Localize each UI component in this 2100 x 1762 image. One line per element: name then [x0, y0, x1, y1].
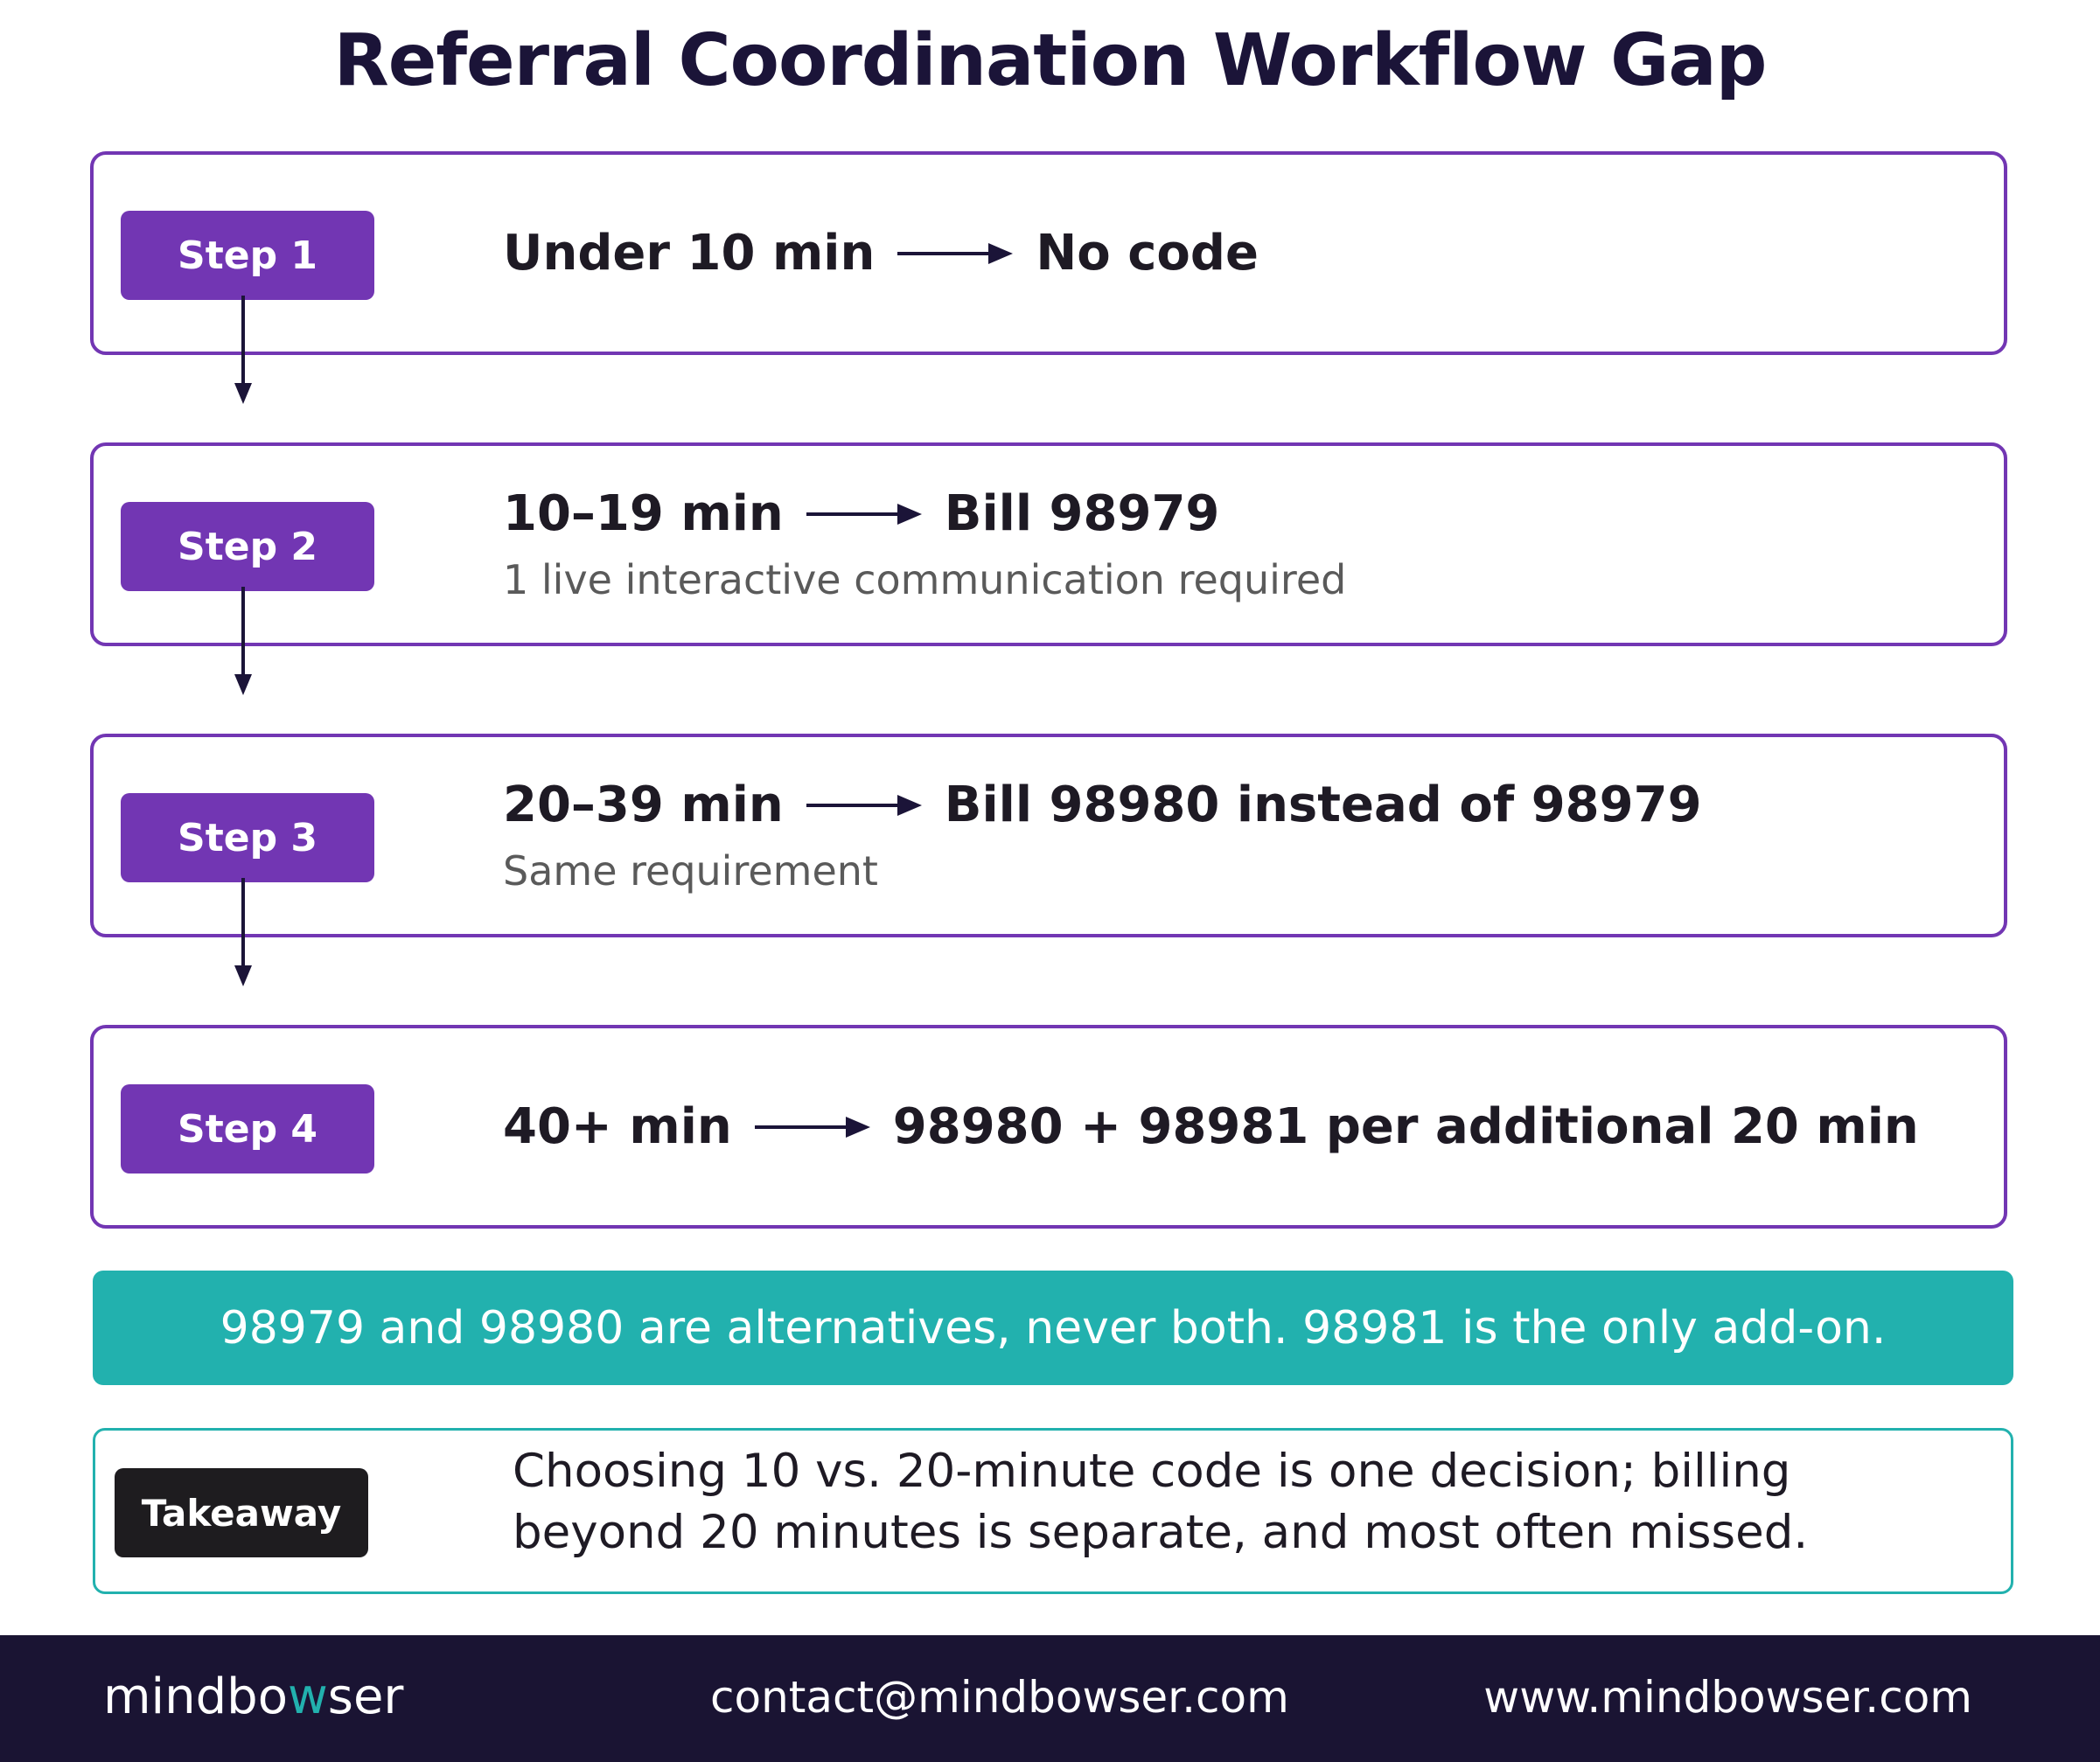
website-link[interactable]: www.mindbowser.com [1483, 1672, 1972, 1723]
step-card-4: Step 4 40+ min 98980 + 98981 per additio… [90, 1025, 2007, 1229]
step-detail-2: 1 live interactive communication require… [503, 556, 1347, 603]
step-badge-4: Step 4 [121, 1084, 374, 1174]
step-content-4: 40+ min 98980 + 98981 per additional 20 … [503, 1028, 1969, 1225]
brand-logo[interactable]: mindbowser [103, 1668, 403, 1725]
step-result-4: 98980 + 98981 per additional 20 min [892, 1098, 1919, 1155]
arrow-down-icon [234, 878, 252, 986]
arrow-right-icon [806, 777, 922, 833]
step-time-2: 10–19 min [503, 485, 784, 542]
step-badge-3: Step 3 [121, 793, 374, 882]
footer: mindbowser contact@mindbowser.com www.mi… [0, 1635, 2100, 1762]
logo-suffix: ser [327, 1668, 404, 1725]
step-time-3: 20–39 min [503, 777, 784, 833]
step-result-2: Bill 98979 [944, 485, 1220, 542]
logo-accent: w [287, 1668, 328, 1725]
arrow-right-icon [754, 1098, 870, 1155]
logo-prefix: mindbo [103, 1668, 288, 1725]
arrow-right-icon [806, 485, 922, 542]
arrow-down-icon [234, 296, 252, 404]
step-main-1: Under 10 min No code [503, 225, 1969, 282]
step-time-4: 40+ min [503, 1098, 732, 1155]
step-main-3: 20–39 min Bill 98980 instead of 98979 [503, 777, 1969, 833]
contact-email-link[interactable]: contact@mindbowser.com [710, 1672, 1289, 1723]
takeaway-text: Choosing 10 vs. 20-minute code is one de… [513, 1441, 1985, 1564]
page-title: Referral Coordination Workflow Gap [333, 19, 1768, 102]
takeaway-line-2: beyond 20 minutes is separate, and most … [513, 1506, 1809, 1559]
step-detail-3: Same requirement [503, 847, 878, 895]
step-content-3: 20–39 min Bill 98980 instead of 98979 Sa… [503, 737, 1969, 934]
takeaway-line-1: Choosing 10 vs. 20-minute code is one de… [513, 1445, 1791, 1498]
arrow-right-icon [897, 225, 1014, 282]
step-badge-2: Step 2 [121, 502, 374, 591]
step-card-2: Step 2 10–19 min Bill 98979 1 live inter… [90, 442, 2007, 646]
takeaway-badge: Takeaway [115, 1468, 368, 1557]
step-result-1: No code [1036, 225, 1259, 282]
step-badge-1: Step 1 [121, 211, 374, 300]
step-result-3: Bill 98980 instead of 98979 [944, 777, 1702, 833]
step-card-3: Step 3 20–39 min Bill 98980 instead of 9… [90, 734, 2007, 937]
step-content-2: 10–19 min Bill 98979 1 live interactive … [503, 446, 1969, 643]
takeaway-card: Takeaway Choosing 10 vs. 20-minute code … [93, 1428, 2013, 1594]
note-banner: 98979 and 98980 are alternatives, never … [93, 1271, 2013, 1385]
step-main-4: 40+ min 98980 + 98981 per additional 20 … [503, 1098, 1969, 1155]
step-content-1: Under 10 min No code [503, 155, 1969, 352]
step-main-2: 10–19 min Bill 98979 [503, 485, 1969, 542]
step-time-1: Under 10 min [503, 225, 876, 282]
step-card-1: Step 1 Under 10 min No code [90, 151, 2007, 355]
arrow-down-icon [234, 587, 252, 695]
